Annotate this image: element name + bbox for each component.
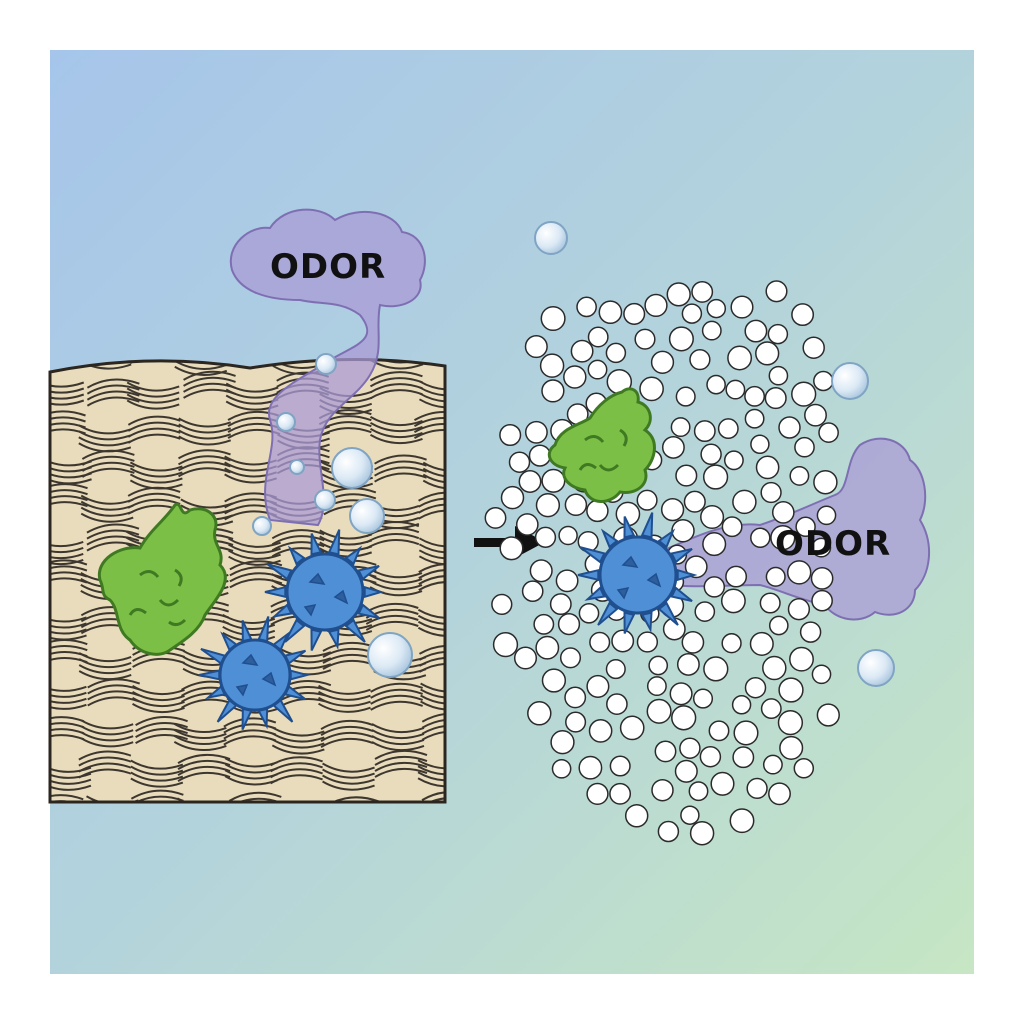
bacteria-lower-left (198, 616, 311, 731)
grime-blob-right (547, 387, 656, 503)
grime-blob-left (97, 502, 227, 656)
bacteria-right (577, 512, 698, 634)
odor-label-left: ODOR (270, 247, 386, 287)
bubbles-right (534, 221, 895, 687)
bacteria-upper-left (264, 529, 385, 651)
odor-label-right: ODOR (775, 524, 891, 564)
bubbles-left (252, 353, 413, 678)
